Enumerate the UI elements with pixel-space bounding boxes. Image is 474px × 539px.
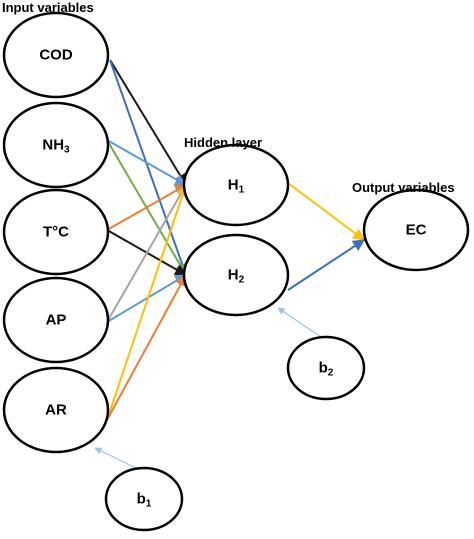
node-label-ar: AR	[45, 402, 67, 419]
node-text-cod: COD	[39, 46, 73, 64]
node-label-nh3: NH3	[42, 136, 70, 156]
node-cod	[2, 11, 110, 99]
node-ap	[2, 276, 110, 364]
node-h2	[182, 233, 290, 317]
node-nh3	[2, 101, 110, 189]
node-text-h2: H	[227, 266, 239, 284]
connection-ar-to-h1	[106, 183, 189, 421]
connection-h2-to-ec	[287, 239, 366, 291]
node-text-nh3: NH	[42, 136, 65, 154]
node-b1	[104, 466, 184, 532]
node-label-b2: b2	[318, 359, 334, 379]
hidden-layer-label: Hidden layer	[184, 135, 263, 150]
node-label-b1: b1	[136, 490, 152, 510]
node-text-b2: b	[318, 359, 328, 377]
nodes-layer	[2, 11, 470, 532]
node-subscript-b1: 1	[145, 498, 152, 510]
node-label-cod: COD	[39, 47, 72, 64]
node-text-b1: b	[136, 490, 146, 508]
output-variables-label: Output variables	[352, 180, 455, 195]
connection-b1-to-ar	[94, 447, 141, 471]
node-ar	[2, 366, 110, 454]
node-text-temp: T°C	[43, 223, 69, 241]
node-text-ar: AR	[45, 401, 67, 419]
connection-nh3-to-h1	[106, 139, 188, 186]
connections-layer	[94, 59, 366, 471]
node-label-temp: T°C	[43, 224, 69, 241]
connection-ap-to-h2	[106, 274, 188, 323]
connection-b2-to-h2	[277, 307, 325, 340]
connection-ar-to-h2	[106, 273, 187, 421]
connection-h1-to-ec	[287, 182, 365, 241]
connection-temp-to-h1	[106, 184, 188, 231]
input-variables-label: Input variables	[2, 0, 94, 15]
node-text-ap: AP	[45, 311, 67, 329]
node-text-ec: EC	[405, 221, 427, 239]
node-subscript-h2: 2	[238, 274, 245, 286]
node-temp	[2, 188, 110, 276]
node-label-h2: H2	[227, 266, 245, 286]
node-label-ec: EC	[406, 222, 427, 239]
node-h1	[182, 143, 290, 227]
node-subscript-nh3: 3	[64, 144, 70, 156]
node-label-ap: AP	[46, 312, 67, 329]
node-label-h1: H1	[227, 176, 245, 196]
connection-cod-to-h2	[109, 59, 189, 277]
connection-cod-to-h1	[109, 59, 187, 187]
node-text-h1: H	[227, 176, 239, 194]
connection-ap-to-h1	[106, 183, 187, 323]
node-subscript-h1: 1	[238, 184, 245, 196]
node-ec	[362, 188, 470, 272]
node-b2	[286, 335, 366, 401]
node-subscript-b2: 2	[327, 367, 334, 379]
